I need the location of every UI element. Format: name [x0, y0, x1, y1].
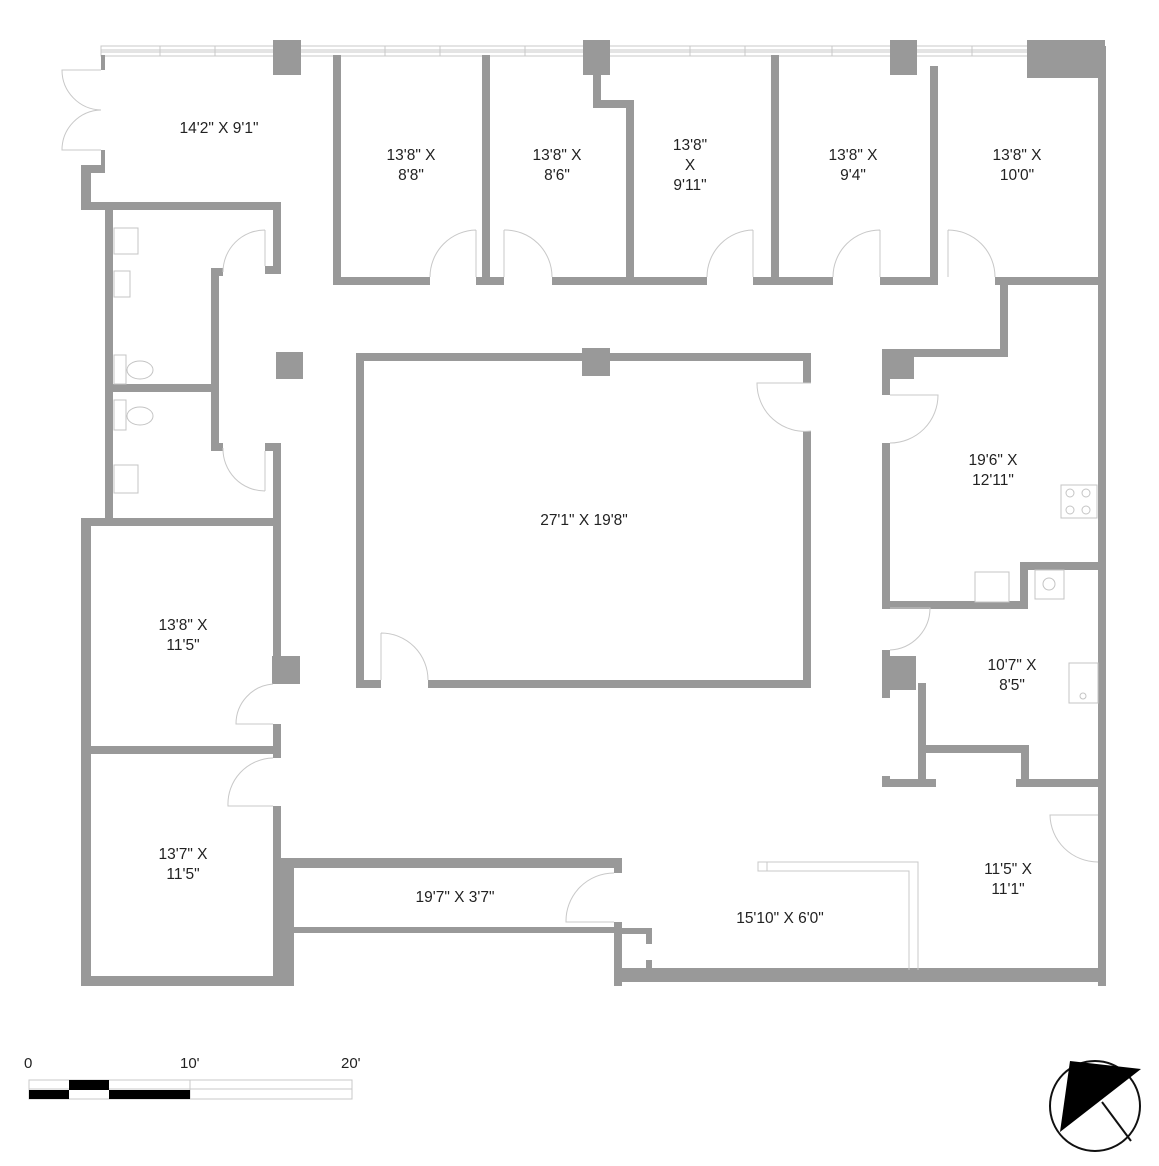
room-label-office-3: 13'8" X 9'11": [672, 137, 708, 194]
doors: [61, 69, 1099, 923]
urinal-icon: [113, 270, 131, 298]
fixtures: [113, 227, 1099, 704]
stove-icon: [1060, 484, 1098, 519]
room-label-office-west-2: 13'7" X 11'5": [158, 846, 208, 883]
room-label-corner-office: 11'5" X 11'1": [984, 861, 1032, 898]
toilet-bowl-icon: [126, 360, 154, 380]
room-label-kitchen: 19'6" X 12'11": [968, 452, 1018, 489]
room-label-office-west-1: 13'8" X 11'5": [158, 617, 208, 654]
toilet-bowl-icon: [126, 406, 154, 426]
room-label-entry-office: 14'2" X 9'1": [179, 120, 259, 137]
room-label-office-1: 13'8" X 8'8": [386, 147, 436, 184]
toilet-tank-icon: [113, 354, 127, 385]
scale-bar: [28, 1079, 353, 1100]
sink-icon: [113, 227, 139, 255]
toilet-tank-icon: [113, 399, 127, 431]
room-label-office-2: 13'8" X 8'6": [532, 147, 582, 184]
room-label-conference-room: 27'1" X 19'8": [540, 512, 628, 529]
room-label-reception: 15'10" X 6'0": [736, 910, 824, 927]
room-label-storage-corridor: 19'7" X 3'7": [415, 889, 495, 906]
room-label-office-5: 13'8" X 10'0": [992, 147, 1042, 184]
scale-tick-10: 10': [180, 1055, 200, 1072]
sink-icon: [113, 464, 139, 494]
room-label-utility-room: 10'7" X 8'5": [987, 657, 1037, 694]
kitchen-sink-icon: [974, 571, 1010, 603]
scale-tick-0: 0: [24, 1055, 33, 1072]
water-heater-icon: [1034, 569, 1065, 600]
north-arrow-icon: [1049, 1060, 1141, 1152]
room-label-office-4: 13'8" X 9'4": [828, 147, 878, 184]
scale-tick-20: 20': [341, 1055, 361, 1072]
reception-counter: [757, 861, 919, 970]
walls: [81, 40, 1106, 986]
